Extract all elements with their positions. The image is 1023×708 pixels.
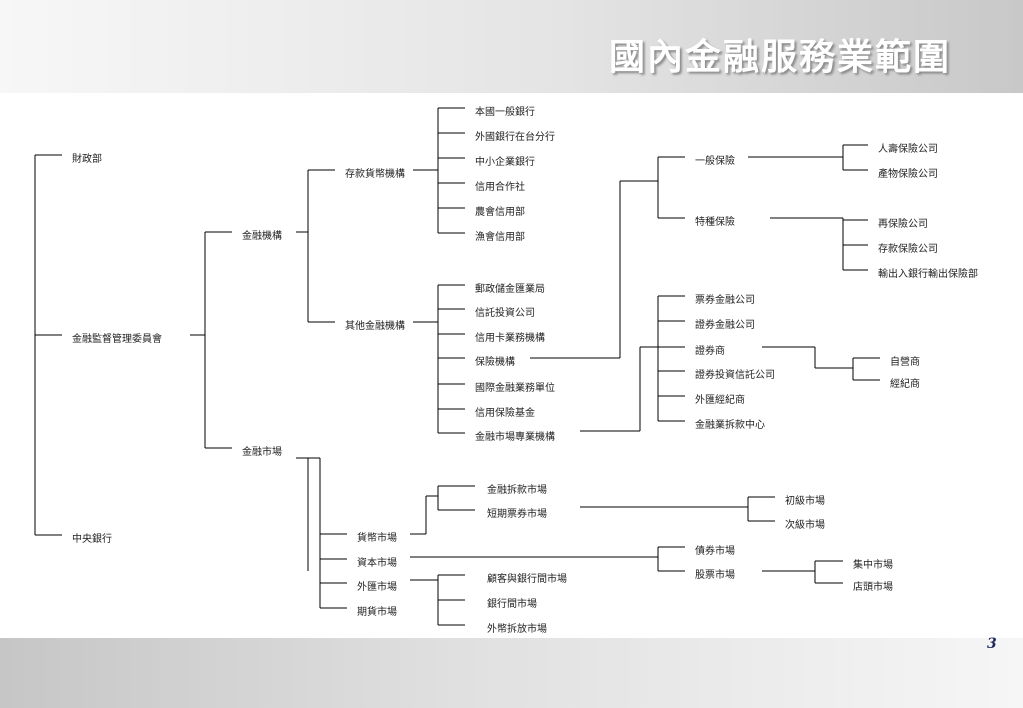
node-central-mkt: 集中市場	[853, 558, 893, 571]
node-fx-call: 外幣拆放市場	[487, 622, 547, 635]
node-otc-mkt: 店頭市場	[853, 580, 893, 593]
node-interbank: 銀行間市場	[487, 597, 537, 610]
page-number: 3	[987, 636, 997, 652]
node-primary: 初級市場	[785, 494, 825, 507]
node-s1: 票券金融公司	[695, 293, 755, 306]
node-d2: 外國銀行在台分行	[475, 130, 555, 143]
node-secondary: 次級市場	[785, 518, 825, 531]
node-s5: 外匯經紀商	[695, 393, 745, 406]
node-s3: 證券商	[695, 344, 725, 357]
node-short-bills: 短期票券市場	[487, 507, 547, 520]
node-o4: 保險機構	[475, 355, 515, 368]
header-band	[0, 0, 1023, 93]
node-o6: 信用保險基金	[475, 406, 535, 419]
node-o7: 金融市場專業機構	[475, 430, 555, 443]
node-ins-life: 人壽保險公司	[878, 142, 938, 155]
node-fsc: 金融監督管理委員會	[72, 332, 162, 345]
node-money-mkt: 貨幣市場	[357, 531, 397, 544]
node-cb: 中央銀行	[72, 532, 112, 545]
node-moe: 財政部	[72, 152, 102, 165]
node-d1: 本國一般銀行	[475, 105, 535, 118]
node-o1: 郵政儲金匯業局	[475, 282, 545, 295]
node-d5: 農會信用部	[475, 205, 525, 218]
node-other: 其他金融機構	[345, 319, 405, 332]
node-s6: 金融業拆款中心	[695, 418, 765, 431]
node-dealer: 自營商	[890, 355, 920, 368]
node-s4: 證券投資信託公司	[695, 368, 775, 381]
node-o2: 信託投資公司	[475, 306, 535, 319]
slide-title: 國內金融服務業範圍	[608, 36, 951, 78]
node-fx-mkt: 外匯市場	[357, 580, 397, 593]
node-o5: 國際金融業務單位	[475, 381, 555, 394]
node-d3: 中小企業銀行	[475, 155, 535, 168]
node-bond-mkt: 債券市場	[695, 544, 735, 557]
node-broker: 經紀商	[890, 377, 920, 390]
node-ins-exim: 輸出入銀行輸出保險部	[878, 267, 978, 280]
node-ins-dep: 存款保險公司	[878, 242, 938, 255]
node-d4: 信用合作社	[475, 180, 525, 193]
node-inst: 金融機構	[242, 229, 282, 242]
node-ins-prop: 產物保險公司	[878, 167, 938, 180]
node-stock-mkt: 股票市場	[695, 568, 735, 581]
node-interbank-call: 金融拆款市場	[487, 483, 547, 496]
node-cust-bank: 顧客與銀行間市場	[487, 572, 567, 585]
node-s2: 證券金融公司	[695, 318, 755, 331]
node-ins-spec: 特種保險	[695, 215, 735, 228]
node-d6: 漁會信用部	[475, 230, 525, 243]
node-mkt: 金融市場	[242, 445, 282, 458]
node-ins-re: 再保險公司	[878, 217, 928, 230]
node-futures-mkt: 期貨市場	[357, 605, 397, 618]
node-capital-mkt: 資本市場	[357, 556, 397, 569]
node-o3: 信用卡業務機構	[475, 331, 545, 344]
node-ins-gen: 一般保險	[695, 154, 735, 167]
node-deposit: 存款貨幣機構	[345, 167, 405, 180]
footer-band	[0, 638, 1023, 708]
